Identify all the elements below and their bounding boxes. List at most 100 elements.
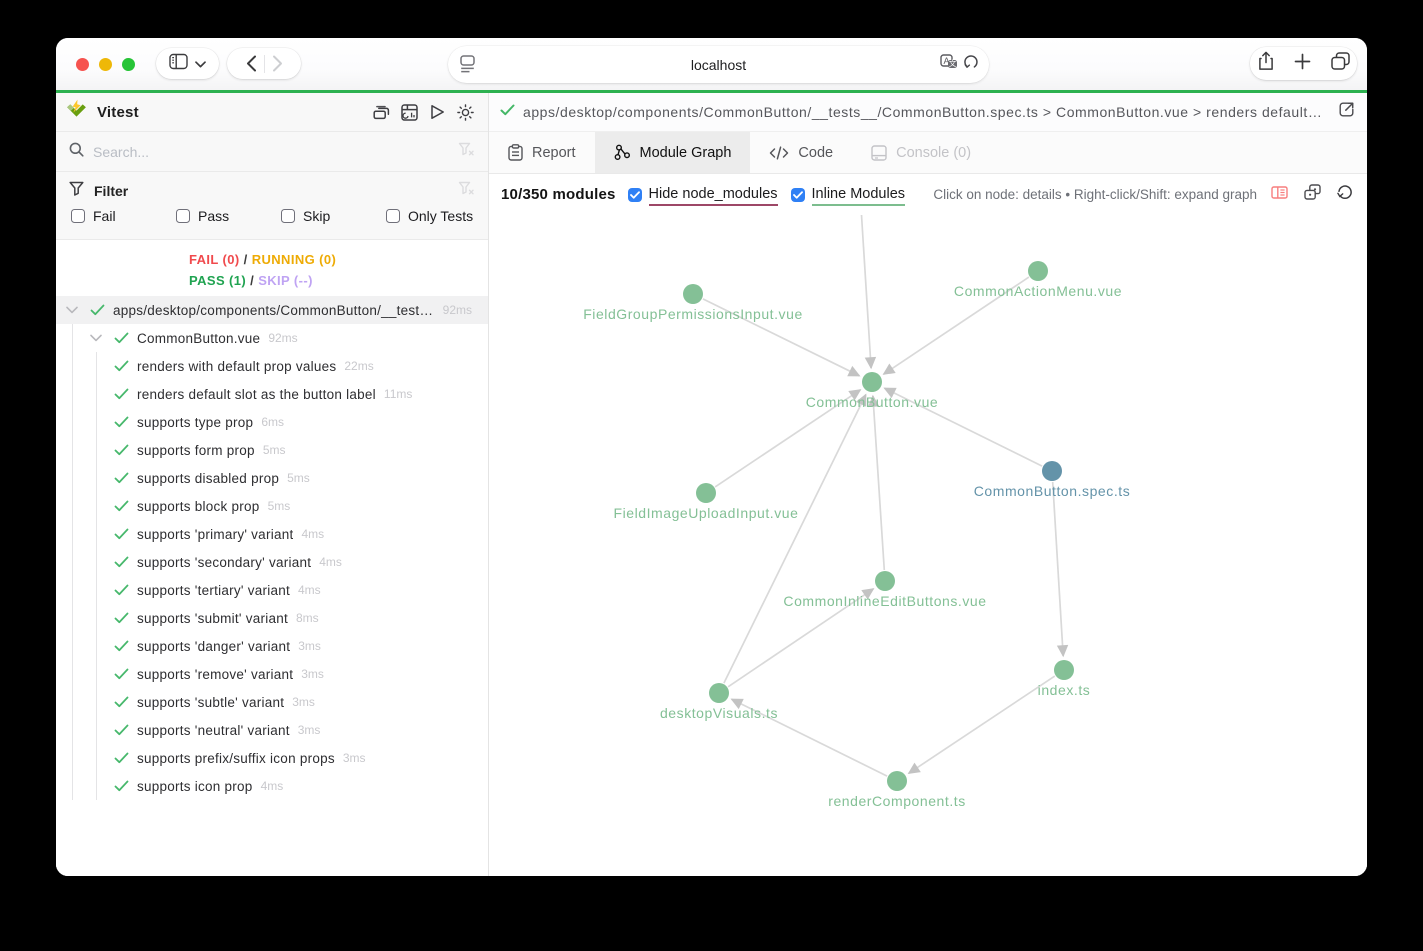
maximize-window-button[interactable] [121,57,135,71]
run-all-icon[interactable] [428,103,446,121]
search-input[interactable] [93,143,449,160]
reload-icon[interactable] [963,54,979,75]
chevron-down-icon[interactable] [89,334,103,342]
hide-node-modules-toggle[interactable]: Hide node_modules [627,184,778,206]
pass-check-icon [89,304,105,316]
only-tests-checkbox[interactable] [386,209,400,223]
tab-module-graph[interactable]: Module Graph [594,132,751,173]
fail-count: FAIL (0) [189,252,240,267]
dashboard-panels-icon[interactable] [372,103,390,121]
vitest-logo [65,99,88,125]
app-title: Vitest [97,103,139,121]
filter-option-fail[interactable]: Fail [71,208,176,224]
share-icon[interactable] [1258,51,1274,76]
graph-node-label[interactable]: CommonButton.vue [806,394,939,410]
hide-node-modules-checkbox[interactable] [627,187,642,202]
translate-icon[interactable]: A 文 [940,54,957,75]
module-graph-canvas[interactable]: FieldGroupPermissionsInput.vue CommonActi… [489,215,1367,876]
filter-option-pass[interactable]: Pass [176,208,281,224]
pass-checkbox[interactable] [176,209,190,223]
tree-indent-guide [72,324,73,800]
status-line-pass-skip: PASS (1) / SKIP (--) [189,272,313,288]
graph-node[interactable] [887,771,907,791]
chevron-down-icon [195,55,206,73]
tab-overview-icon[interactable] [1330,52,1350,75]
graph-node-label[interactable]: index.ts [1038,682,1091,698]
address-bar[interactable]: localhost A 文 [448,46,989,83]
clear-search-filter-icon[interactable] [458,142,474,162]
graph-node[interactable] [1042,461,1062,481]
graph-node[interactable] [683,284,703,304]
graph-edge [860,215,877,370]
graph-reset-icon[interactable] [1337,184,1353,205]
graph-node-label[interactable]: renderComponent.ts [828,793,966,809]
tab-report[interactable]: Report [489,132,595,173]
test-duration: 3ms [301,667,324,681]
breadcrumb-path: apps/desktop/components/CommonButton/__t… [523,104,1323,120]
inline-modules-checkbox[interactable] [790,187,805,202]
fail-checkbox[interactable] [71,209,85,223]
graph-node[interactable] [1028,261,1048,281]
graph-edge [723,393,867,684]
graph-node-label[interactable]: CommonActionMenu.vue [954,283,1122,299]
clear-filter-icon[interactable] [458,181,474,201]
minimize-window-button[interactable] [98,57,112,71]
test-duration: 8ms [295,611,319,625]
pass-check-icon [113,724,129,736]
test-name: supports prefix/suffix icon props [137,750,335,766]
pass-check-icon [113,360,129,372]
graph-node-label[interactable]: FieldGroupPermissionsInput.vue [583,306,803,322]
graph-legend-icon[interactable] [1271,185,1288,204]
theme-toggle-icon[interactable] [456,103,474,121]
breadcrumb: apps/desktop/components/CommonButton/__t… [489,93,1367,132]
graph-export-icon[interactable] [1304,184,1321,205]
reader-mode-icon[interactable] [460,55,475,78]
url-text[interactable]: localhost [690,56,747,73]
forward-button[interactable] [272,55,283,72]
coverage-icon[interactable] [400,103,418,121]
test-duration: 22ms [344,359,374,373]
graph-node-label[interactable]: CommonInlineEditButtons.vue [783,593,986,609]
test-case-row[interactable]: renders default slot as the button label… [56,380,488,408]
browser-sidebar-toggle[interactable] [156,48,219,79]
graph-edge [867,394,886,571]
test-duration: 3ms [342,751,366,765]
graph-node-label[interactable]: CommonButton.spec.ts [974,483,1131,499]
graph-node[interactable] [696,483,716,503]
graph-node-label[interactable]: FieldImageUploadInput.vue [614,505,799,521]
chevron-down-icon[interactable] [65,306,79,314]
tab-code[interactable]: Code [750,132,852,173]
browser-titlebar: localhost A 文 [56,38,1367,90]
graph-node[interactable] [875,571,895,591]
test-case-row[interactable]: supports prefix/suffix icon props 3ms [56,744,488,772]
skip-checkbox[interactable] [281,209,295,223]
filter-option-skip[interactable]: Skip [281,208,386,224]
test-file-row[interactable]: apps/desktop/components/CommonButton/__t… [56,296,488,324]
tab-console[interactable]: Console (0) [852,132,990,173]
graph-node[interactable] [1054,660,1074,680]
new-tab-icon[interactable] [1294,53,1311,75]
graph-node[interactable] [862,372,882,392]
open-external-icon[interactable] [1339,102,1354,122]
back-button[interactable] [246,55,257,72]
inline-modules-toggle[interactable]: Inline Modules [790,184,906,206]
graph-node[interactable] [709,683,729,703]
filter-option-only-tests[interactable]: Only Tests [386,208,473,224]
close-window-button[interactable] [75,57,89,71]
graph-node-label[interactable]: desktopVisuals.ts [660,705,778,721]
